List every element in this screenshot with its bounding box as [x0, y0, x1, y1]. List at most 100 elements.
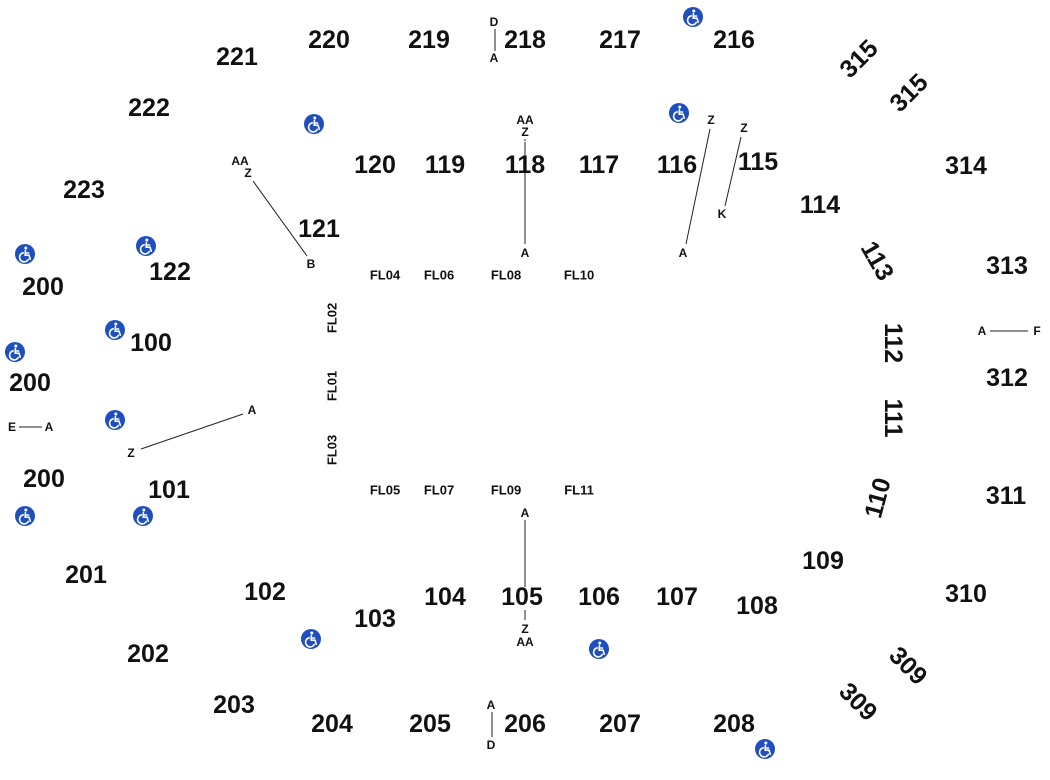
section-208[interactable]: 208 — [713, 710, 755, 738]
wheelchair-icon[interactable] — [303, 113, 325, 135]
row-label-121-z: Z — [244, 166, 251, 180]
section-202[interactable]: 202 — [127, 640, 169, 668]
wheelchair-icon[interactable] — [132, 505, 154, 527]
section-101[interactable]: 101 — [148, 476, 190, 504]
row-label-200-e: E — [8, 420, 16, 434]
section-223[interactable]: 223 — [63, 176, 105, 204]
row-label-206-d: D — [487, 738, 496, 752]
section-107[interactable]: 107 — [656, 583, 698, 611]
section-117[interactable]: 117 — [579, 151, 619, 179]
section-102[interactable]: 102 — [244, 578, 286, 606]
section-201[interactable]: 201 — [65, 561, 107, 589]
section-121[interactable]: 121 — [298, 215, 340, 243]
section-311[interactable]: 311 — [986, 482, 1026, 510]
section-labels: 221 220 219 218 217 216 315 315 222 223 … — [9, 26, 1028, 738]
row-line-121 — [252, 180, 308, 257]
wheelchair-icon[interactable] — [668, 102, 690, 124]
section-115[interactable]: 115 — [738, 148, 778, 176]
section-109[interactable]: 109 — [802, 547, 844, 575]
section-315-upper[interactable]: 315 — [834, 34, 883, 83]
row-label-206-a: A — [487, 698, 496, 712]
section-206[interactable]: 206 — [504, 710, 546, 738]
section-309-upper[interactable]: 309 — [883, 641, 932, 690]
wheelchair-icon[interactable] — [104, 409, 126, 431]
section-313[interactable]: 313 — [986, 252, 1028, 280]
wheelchair-icon[interactable] — [14, 505, 36, 527]
floor-section-fl08[interactable]: FL08 — [491, 268, 521, 283]
section-103[interactable]: 103 — [354, 605, 396, 633]
wheelchair-icon[interactable] — [4, 341, 26, 363]
row-label-116-a: A — [679, 246, 688, 260]
section-220[interactable]: 220 — [308, 26, 350, 54]
section-112[interactable]: 112 — [879, 323, 907, 363]
section-207[interactable]: 207 — [599, 710, 641, 738]
row-label-115-k: K — [718, 207, 727, 221]
section-312[interactable]: 312 — [986, 364, 1028, 392]
section-111[interactable]: 111 — [879, 399, 907, 438]
section-204[interactable]: 204 — [311, 710, 353, 738]
wheelchair-icon[interactable] — [14, 243, 36, 265]
section-100[interactable]: 100 — [130, 329, 172, 357]
floor-section-fl07[interactable]: FL07 — [424, 483, 454, 498]
row-labels: D A AA Z A Z A Z K AA Z B A F E A A Z A … — [8, 15, 1041, 752]
section-119[interactable]: 119 — [425, 151, 465, 179]
row-label-312-f: F — [1033, 324, 1040, 338]
section-222[interactable]: 222 — [128, 94, 170, 122]
row-label-105-aa: AA — [516, 635, 534, 649]
floor-section-fl10[interactable]: FL10 — [564, 268, 594, 283]
section-200-middle[interactable]: 200 — [9, 369, 51, 397]
wheelchair-icon[interactable] — [754, 738, 776, 760]
floor-section-fl02[interactable]: FL02 — [325, 303, 340, 333]
section-106[interactable]: 106 — [578, 583, 620, 611]
row-label-105-a: A — [521, 506, 530, 520]
section-205[interactable]: 205 — [409, 710, 451, 738]
wheelchair-icon[interactable] — [682, 6, 704, 28]
wheelchair-icon[interactable] — [300, 628, 322, 650]
wheelchair-icon[interactable] — [104, 319, 126, 341]
section-113[interactable]: 113 — [855, 237, 899, 286]
section-203[interactable]: 203 — [213, 691, 255, 719]
wheelchair-icon[interactable] — [135, 235, 157, 257]
floor-section-fl11[interactable]: FL11 — [564, 483, 594, 498]
row-line-101 — [140, 413, 244, 450]
section-315-lower[interactable]: 315 — [884, 68, 933, 117]
floor-section-fl06[interactable]: FL06 — [424, 268, 454, 283]
section-104[interactable]: 104 — [424, 583, 466, 611]
row-label-200-a: A — [45, 420, 54, 434]
row-label-105-z: Z — [521, 622, 528, 636]
section-116[interactable]: 116 — [657, 151, 697, 179]
row-label-218-bottom: A — [490, 51, 499, 65]
row-label-101-a: A — [248, 403, 257, 417]
section-314[interactable]: 314 — [945, 152, 987, 180]
section-309-lower[interactable]: 309 — [833, 677, 882, 726]
section-200-top[interactable]: 200 — [22, 273, 64, 301]
floor-section-fl09[interactable]: FL09 — [491, 483, 521, 498]
section-310[interactable]: 310 — [945, 580, 987, 608]
section-218[interactable]: 218 — [504, 26, 546, 54]
section-200-bottom[interactable]: 200 — [23, 465, 65, 493]
section-120[interactable]: 120 — [354, 151, 396, 179]
row-label-118-aa: AA — [516, 113, 534, 127]
row-lines — [19, 29, 1028, 737]
section-122[interactable]: 122 — [149, 258, 191, 286]
floor-section-fl03[interactable]: FL03 — [325, 435, 340, 465]
section-216[interactable]: 216 — [713, 26, 755, 54]
floor-section-fl04[interactable]: FL04 — [370, 268, 401, 283]
floor-section-fl01[interactable]: FL01 — [325, 371, 340, 401]
row-label-118-z: Z — [521, 125, 528, 139]
row-label-115-z: Z — [740, 121, 747, 135]
wheelchair-icon[interactable] — [588, 638, 610, 660]
row-label-101-z: Z — [127, 446, 134, 460]
section-219[interactable]: 219 — [408, 26, 450, 54]
section-110[interactable]: 110 — [859, 475, 896, 521]
row-label-118-a: A — [521, 246, 530, 260]
section-217[interactable]: 217 — [599, 26, 641, 54]
section-108[interactable]: 108 — [736, 592, 778, 620]
section-118[interactable]: 118 — [505, 151, 545, 179]
floor-section-fl05[interactable]: FL05 — [370, 483, 400, 498]
section-114[interactable]: 114 — [800, 191, 840, 219]
section-221[interactable]: 221 — [216, 43, 258, 71]
section-105[interactable]: 105 — [501, 583, 543, 611]
